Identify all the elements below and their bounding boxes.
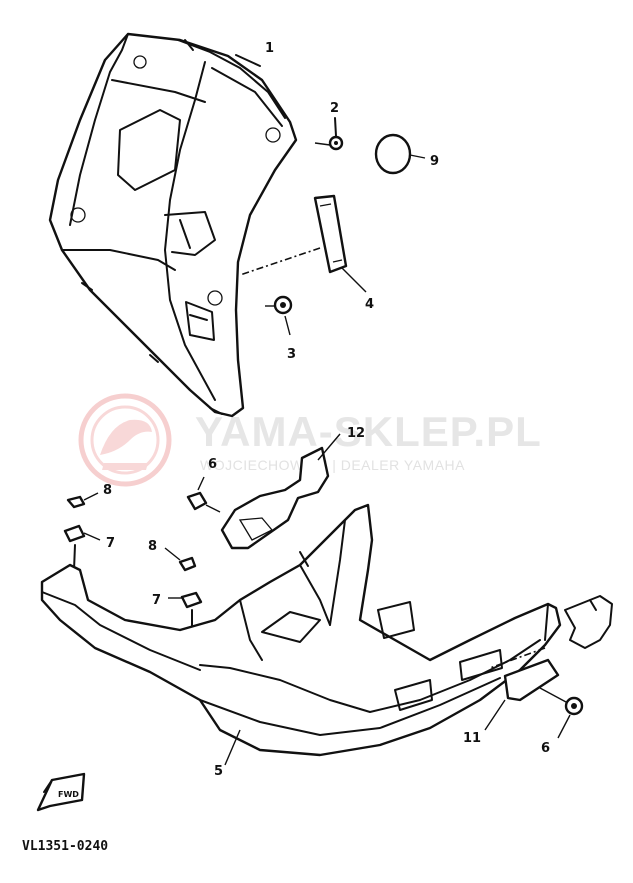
screw-part-2 xyxy=(314,117,344,151)
callout-2: 2 xyxy=(330,101,339,116)
watermark: YAMA-SKLEP.PL WOJCIECHOWICZ | DEALER YAM… xyxy=(78,393,542,487)
front-cover-part xyxy=(48,32,298,418)
callout-7-upper: 7 xyxy=(106,536,115,551)
callout-12: 12 xyxy=(347,426,365,441)
watermark-title: YAMA-SKLEP.PL xyxy=(195,408,542,455)
nut-part-6 xyxy=(539,687,584,739)
bracket-part-12 xyxy=(220,433,341,550)
callout-1: 1 xyxy=(265,41,274,56)
lower-cover-part xyxy=(40,503,562,766)
bracket-part-4 xyxy=(239,194,367,293)
grommet-part-9 xyxy=(374,133,426,175)
fwd-arrow-icon: FWD xyxy=(36,772,86,812)
callout-8-lower: 8 xyxy=(148,539,157,554)
bracket-part-11 xyxy=(484,595,613,731)
callout-8-upper: 8 xyxy=(103,483,112,498)
diagram-code: VL1351-0240 xyxy=(22,839,108,854)
callout-5: 5 xyxy=(214,764,223,779)
callout-11: 11 xyxy=(463,731,481,746)
callout-labels: 1 2 3 4 9 12 6 8 7 8 7 5 11 6 xyxy=(103,41,550,779)
callout-9: 9 xyxy=(430,154,439,169)
callout-3: 3 xyxy=(287,347,296,362)
callout-7-lower: 7 xyxy=(152,593,161,608)
nut-part-3 xyxy=(265,295,293,336)
callout-6-lower: 6 xyxy=(541,741,550,756)
yamaha-tuning-fork-logo-icon xyxy=(78,393,172,487)
callout-6-upper: 6 xyxy=(208,457,217,472)
fwd-label: FWD xyxy=(58,790,79,799)
watermark-subtitle: WOJCIECHOWICZ | DEALER YAMAHA xyxy=(200,457,465,473)
callout-4: 4 xyxy=(365,297,374,312)
